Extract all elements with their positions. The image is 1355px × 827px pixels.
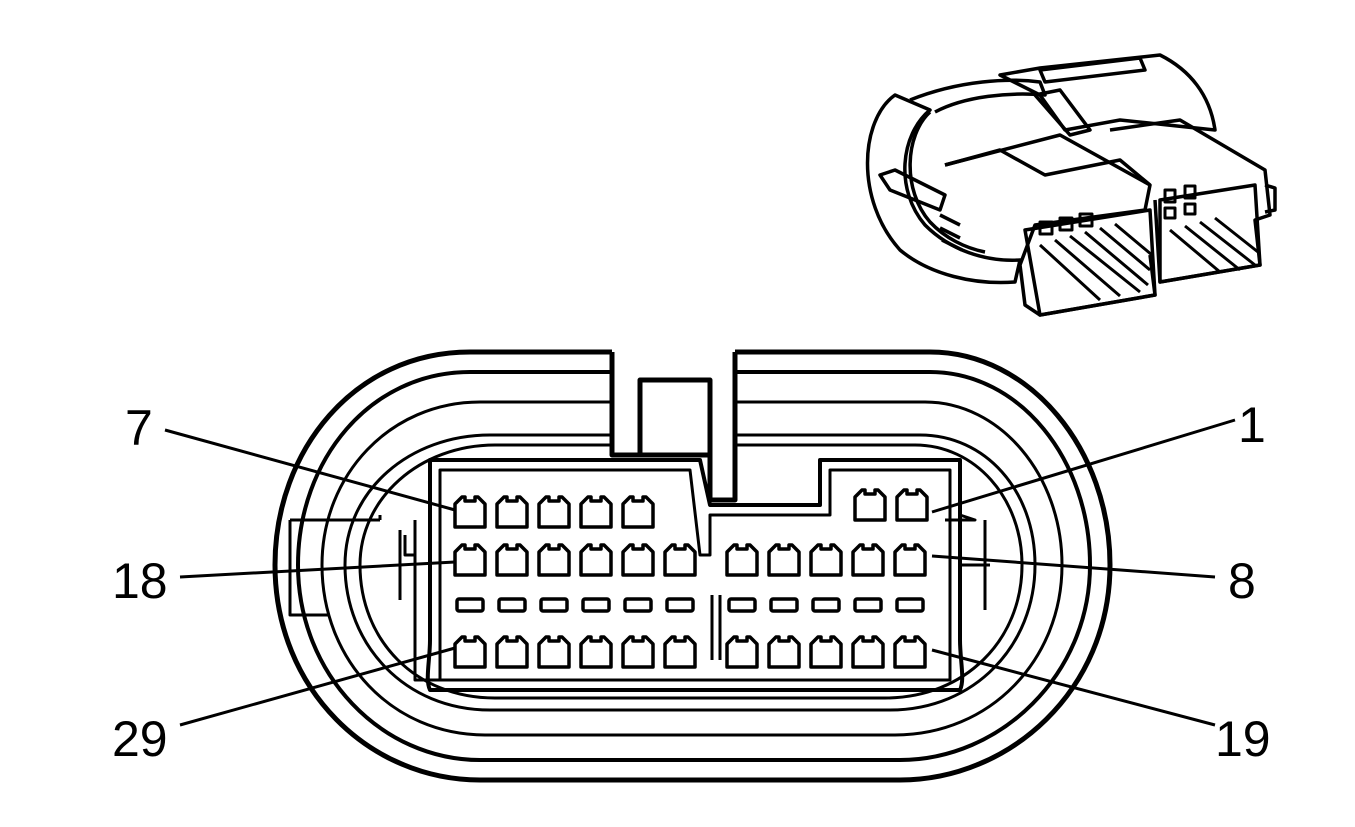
pin-labels: 7 1 18 8 29 19 (112, 397, 1271, 767)
leader-lines (164, 418, 1236, 727)
cavity-bottom-row (663, 635, 697, 669)
cavity-middle-row (495, 543, 529, 577)
inner-housing-outline-2 (438, 468, 952, 682)
cavity-bottom-row (851, 635, 885, 669)
lock-slot (455, 597, 485, 613)
pin-cavities (453, 488, 929, 669)
cavity-bottom-row (725, 635, 759, 669)
cavity-middle-row (621, 543, 655, 577)
outer-seal-ring (272, 349, 1113, 783)
inner-housing-outline (425, 458, 965, 692)
pin-label-18: 18 (112, 553, 168, 609)
cavity-bottom-row (767, 635, 801, 669)
cavity-top-left (453, 495, 487, 529)
connector-latch-top (1038, 56, 1147, 84)
seal-ring-4 (343, 433, 1037, 712)
connector-latch-bar (1033, 88, 1092, 137)
connector-front-housing-left-top (944, 148, 1152, 187)
cavity-bottom-row (495, 635, 529, 669)
lock-slot (623, 597, 653, 613)
cavity-bottom-row (579, 635, 613, 669)
pin-label-1: 1 (1238, 397, 1266, 453)
cavity-middle-row (579, 543, 613, 577)
cavity-middle-row (663, 543, 697, 577)
connector-rear-ring (909, 78, 1047, 114)
cavity-top-left (495, 495, 529, 529)
cavity-middle-row (725, 543, 759, 577)
seal-ring-3 (320, 400, 1064, 737)
lock-slot (539, 597, 569, 613)
lock-slot (853, 597, 883, 613)
cavity-top-right (853, 488, 887, 522)
seal-ring-5 (358, 443, 1024, 700)
connector-side-ribs (939, 213, 963, 252)
lock-slot (811, 597, 841, 613)
connector-side-tab-left (878, 168, 947, 212)
leader-line-7 (164, 428, 456, 512)
connector-front-face-left (1023, 208, 1157, 317)
cavity-bottom-row (453, 635, 487, 669)
connector-top-cover (998, 53, 1217, 132)
leader-line-18 (179, 560, 456, 579)
connector-small-terminals (1038, 184, 1197, 236)
cavity-middle-row (851, 543, 885, 577)
lock-slot (497, 597, 527, 613)
lock-slot (665, 597, 695, 613)
cavity-bottom-row (621, 635, 655, 669)
lock-slot (769, 597, 799, 613)
left-locking-tab (288, 515, 402, 617)
leader-line-29 (179, 646, 456, 727)
connector-isometric-view (865, 53, 1277, 317)
connector-terminal-slots (1038, 216, 1259, 302)
center-divider (710, 595, 722, 660)
leader-line-8 (931, 554, 1216, 579)
right-locking-tab (945, 513, 990, 610)
leader-line-19 (931, 648, 1216, 727)
pin-label-29: 29 (112, 711, 168, 767)
leader-line-1 (931, 418, 1236, 514)
pin-label-8: 8 (1228, 553, 1256, 609)
connector-front-face-right (1158, 183, 1262, 284)
inner-housing-floor (403, 520, 440, 682)
pin-label-19: 19 (1215, 711, 1271, 767)
cavity-bottom-row (537, 635, 571, 669)
lock-slot (895, 597, 925, 613)
cavity-top-right (895, 488, 929, 522)
lock-slot (727, 597, 757, 613)
connector-face-view: 7 1 18 8 29 19 (112, 349, 1271, 783)
key-slot (609, 352, 738, 503)
cavity-bottom-row (809, 635, 843, 669)
cavity-top-left (579, 495, 613, 529)
cavity-middle-row (767, 543, 801, 577)
pin-label-7: 7 (125, 400, 153, 456)
cavity-middle-row (893, 543, 927, 577)
cavity-bottom-row (893, 635, 927, 669)
lock-slot (581, 597, 611, 613)
connector-rear-ring-inner (908, 110, 986, 254)
cavity-middle-row (537, 543, 571, 577)
connector-side-tab-right (1264, 183, 1277, 214)
connector-rear-shell (865, 93, 1022, 285)
cavity-top-left (621, 495, 655, 529)
cavity-middle-row (809, 543, 843, 577)
cavity-top-left (537, 495, 571, 529)
cavity-middle-row (453, 543, 487, 577)
